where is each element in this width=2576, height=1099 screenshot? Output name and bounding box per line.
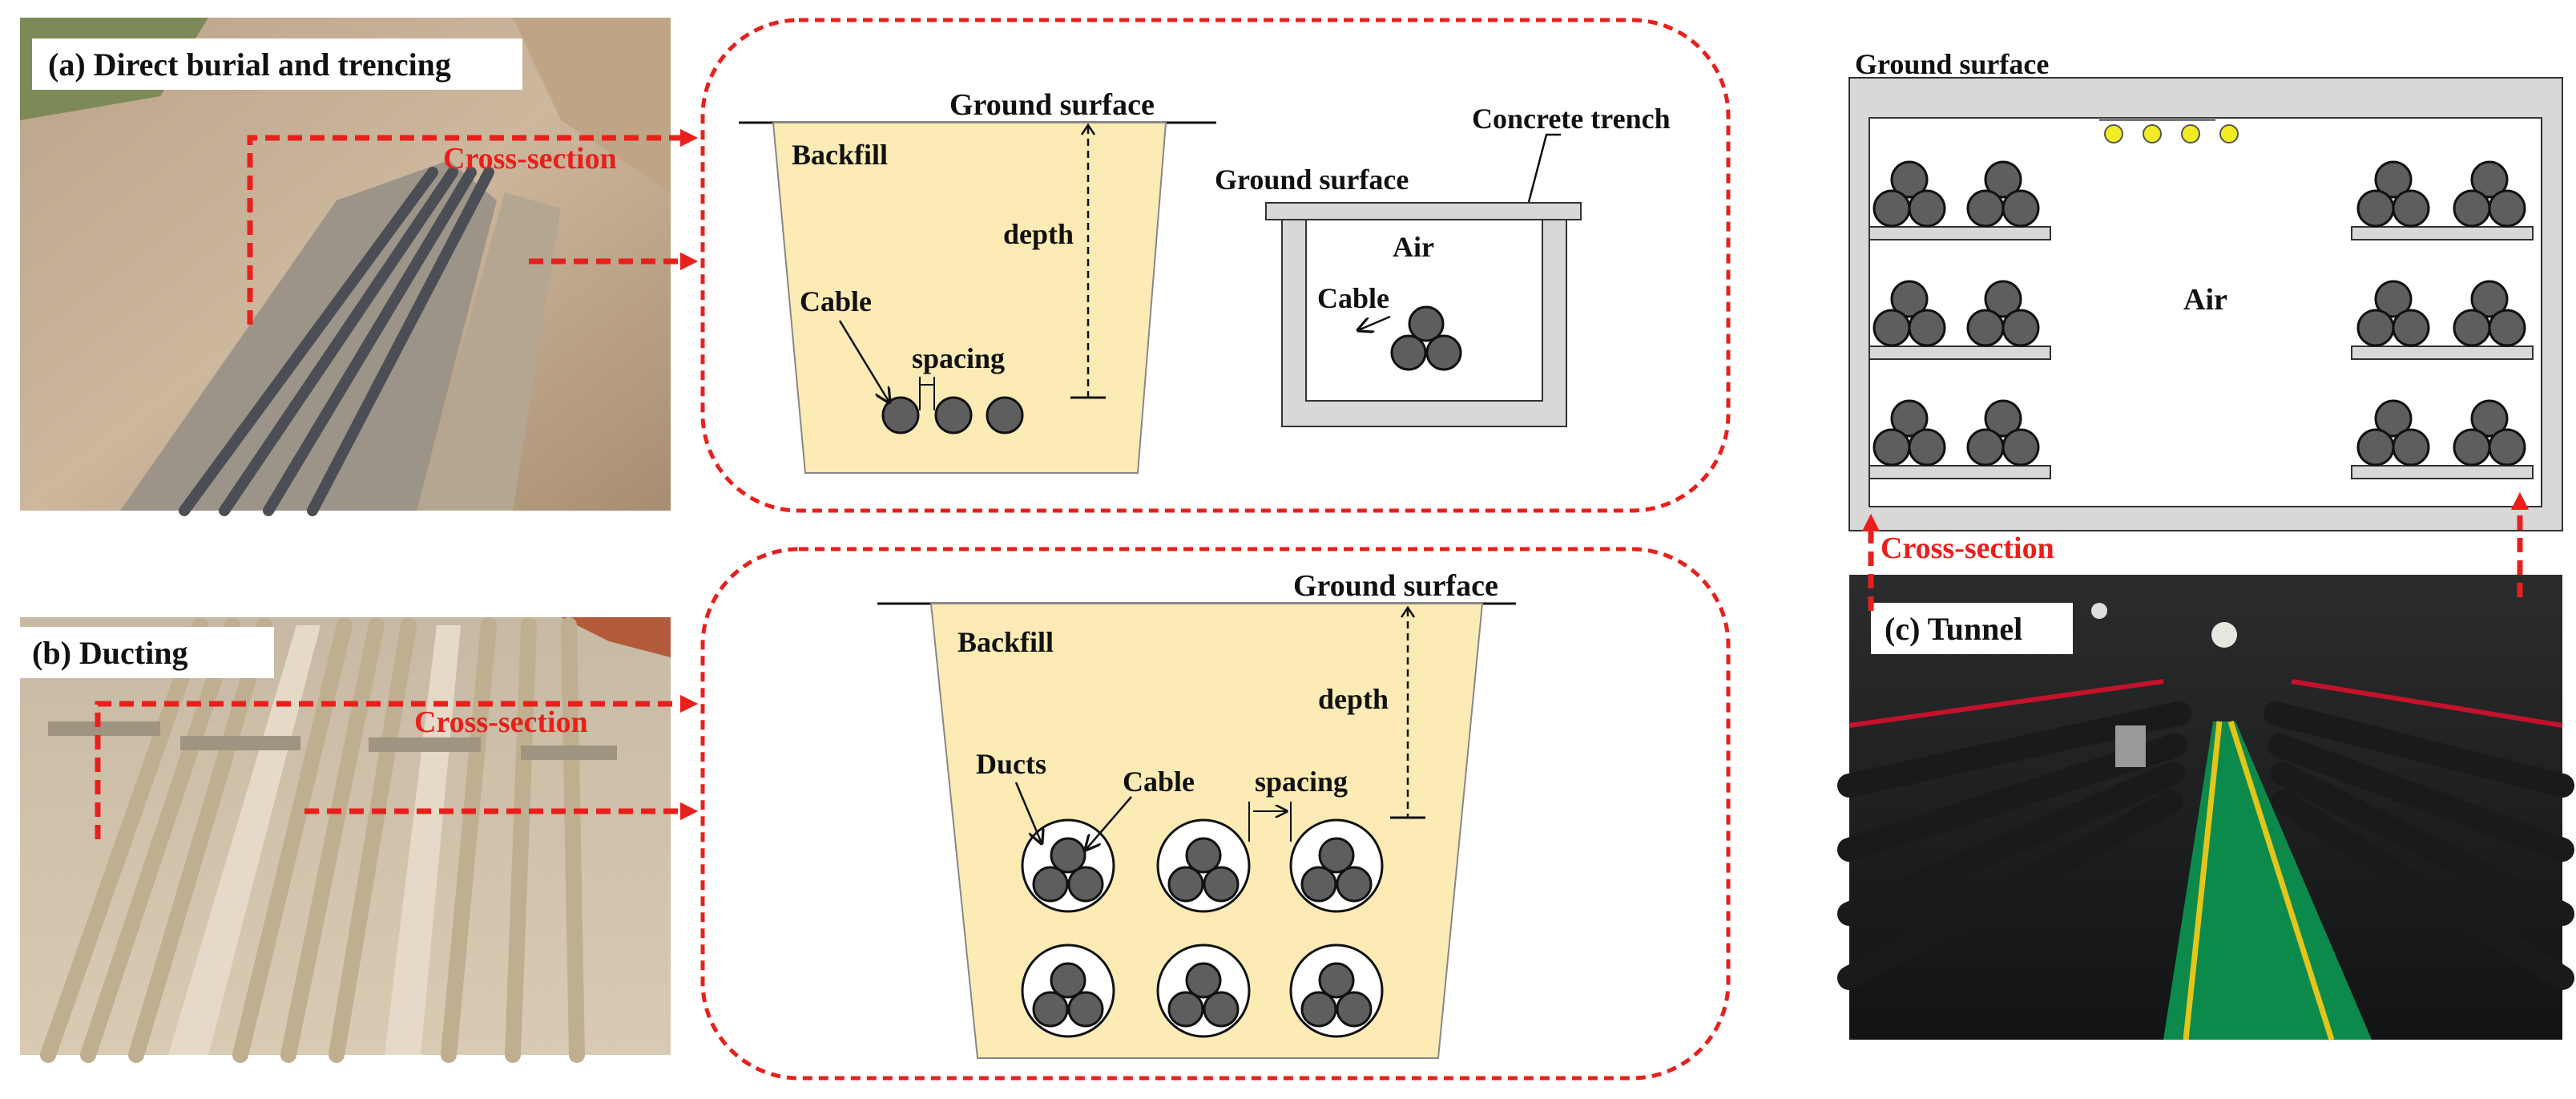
- tunnel-lights: [2099, 118, 2239, 143]
- concrete-trench-label: Concrete trench: [1472, 103, 1671, 135]
- trench-ground-surface-label: Ground surface: [1215, 164, 1409, 196]
- cross-section-label-b: Cross-section: [414, 705, 588, 739]
- cable-group-direct: [881, 396, 1024, 434]
- ground-surface-label-c: Ground surface: [1855, 48, 2049, 80]
- trench-cable-label: Cable: [1317, 282, 1389, 314]
- photo-label-b: (b) Ducting: [32, 635, 187, 671]
- photo-label-box-c: [1871, 603, 2073, 654]
- cross-section-arrows-c: [1861, 491, 2530, 611]
- backfill-label-a: Backfill: [792, 139, 888, 171]
- photo-label-box-a: [32, 38, 522, 90]
- cable-trefoil-trench: [1390, 305, 1462, 371]
- cross-section-arrows-a: [247, 128, 699, 325]
- ground-surface-label-b: Ground surface: [1293, 569, 1498, 603]
- tunnel-cable-racks: [1869, 160, 2534, 479]
- cable-label-b: Cable: [1123, 766, 1195, 798]
- cross-section-label-a: Cross-section: [443, 142, 617, 176]
- photo-direct-burial: [20, 18, 671, 516]
- photo-ducting: [20, 617, 671, 1063]
- photo-label-a: (a) Direct burial and trencing: [48, 46, 451, 83]
- backfill-label-b: Backfill: [957, 626, 1054, 658]
- cross-section-frame-a: [700, 18, 1731, 513]
- backfill-area-a: [772, 122, 1167, 474]
- trench-cover: [1265, 202, 1582, 220]
- concrete-trench: [1281, 219, 1567, 427]
- depth-label-a: depth: [1003, 218, 1074, 250]
- spacing-label-b: spacing: [1255, 766, 1348, 798]
- tunnel-air-label: Air: [2183, 283, 2227, 317]
- photo-label-c: (c) Tunnel: [1885, 611, 2022, 647]
- cross-section-arrows-b: [95, 694, 699, 839]
- photo-label-box-b: [18, 627, 274, 678]
- photo-tunnel: [1837, 575, 2574, 1041]
- cross-section-frame-b: [700, 547, 1731, 1081]
- cable-label-a: Cable: [800, 285, 872, 317]
- ducts-label: Ducts: [976, 748, 1046, 780]
- spacing-label-a: spacing: [912, 342, 1005, 374]
- trench-air-label: Air: [1393, 231, 1434, 263]
- depth-label-b: depth: [1318, 683, 1389, 715]
- tunnel-wall: [1848, 77, 2563, 531]
- cross-section-label-c: Cross-section: [1881, 531, 2054, 565]
- duct-bank: [1021, 818, 1384, 1038]
- ground-surface-label-a: Ground surface: [949, 88, 1155, 122]
